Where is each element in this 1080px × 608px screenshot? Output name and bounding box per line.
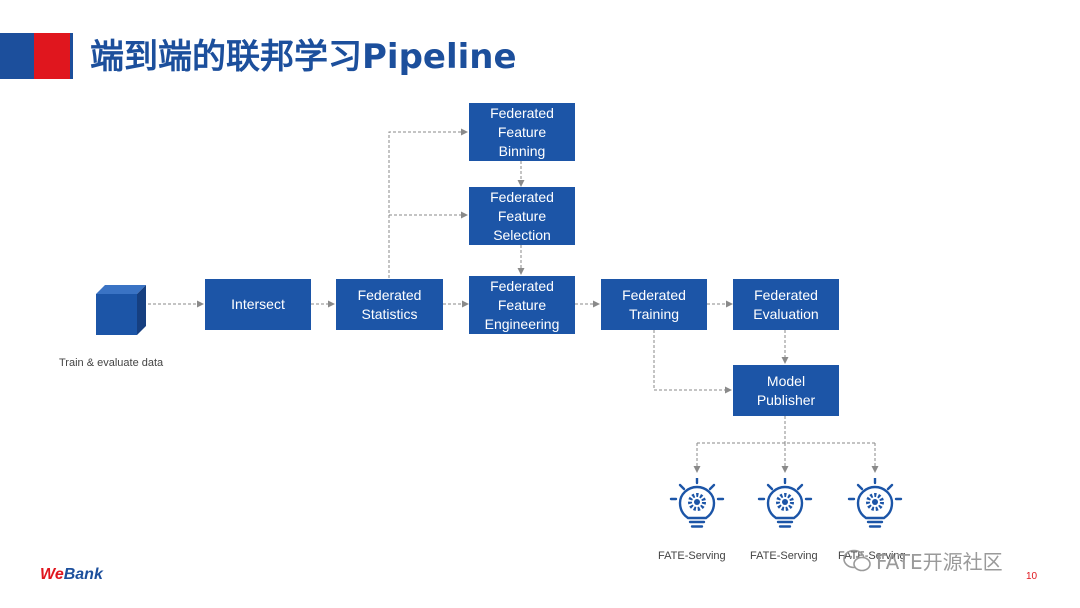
data-cube-icon xyxy=(96,285,146,335)
federated-training-node: Federated Training xyxy=(601,279,707,330)
title-accent-divider xyxy=(70,33,73,79)
logo-suffix: Bank xyxy=(63,566,103,583)
serving-lightbulb-icon xyxy=(757,478,813,528)
wechat-icon xyxy=(843,549,871,571)
federated-evaluation-node: Federated Evaluation xyxy=(733,279,839,330)
federated-feature-binning-node: Federated Feature Binning xyxy=(469,103,575,161)
webank-logo: WeBank xyxy=(40,566,103,584)
federated-feature-selection-node: Federated Feature Selection xyxy=(469,187,575,245)
federated-statistics-node: Federated Statistics xyxy=(336,279,443,330)
page-number: 10 xyxy=(1026,571,1038,582)
title-accent-red-bar xyxy=(34,33,70,79)
serving-label: FATE-Serving xyxy=(658,550,726,562)
watermark-text: FATE开源社区 xyxy=(876,550,1003,574)
logo-prefix: We xyxy=(40,566,64,583)
wechat-watermark: FATE开源社区 xyxy=(842,546,1003,575)
title-accent-blue-bar xyxy=(0,33,38,79)
serving-label: FATE-Serving xyxy=(838,550,906,562)
federated-feature-engineering-node: Federated Feature Engineering xyxy=(469,276,575,334)
serving-lightbulb-icon xyxy=(847,478,903,528)
model-publisher-node: Model Publisher xyxy=(733,365,839,416)
intersect-node: Intersect xyxy=(205,279,311,330)
serving-label: FATE-Serving xyxy=(750,550,818,562)
serving-lightbulb-icon xyxy=(669,478,725,528)
data-source-label: Train & evaluate data xyxy=(59,357,164,369)
slide-title: 端到端的联邦学习Pipeline xyxy=(90,37,517,77)
